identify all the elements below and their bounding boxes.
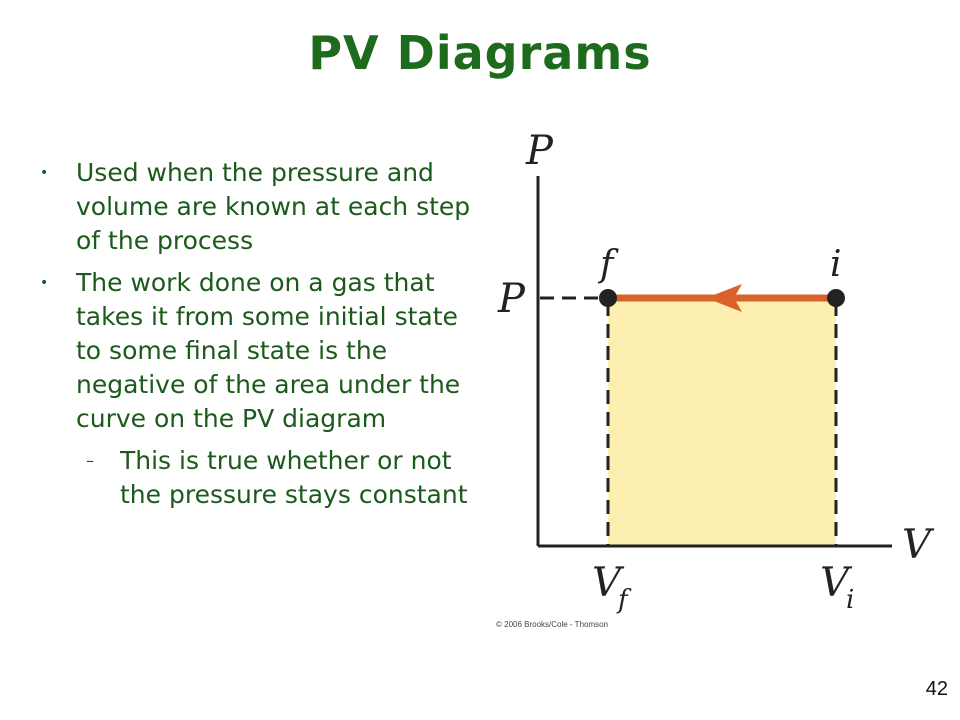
initial-state-point: [827, 289, 845, 307]
bullet-text: Used when the pressure and volume are kn…: [76, 158, 471, 255]
vf-subscript: f: [616, 585, 632, 615]
work-area: [608, 298, 836, 546]
process-arrow-icon: [706, 284, 742, 312]
vi-label: V: [820, 560, 853, 606]
vi-subscript: i: [846, 585, 854, 615]
sub-bullet-item: – This is true whether or not the pressu…: [30, 444, 480, 512]
bullet-item: • The work done on a gas that takes it f…: [30, 266, 480, 436]
bullet-dot-icon: •: [40, 165, 49, 181]
bullet-list: • Used when the pressure and volume are …: [30, 156, 480, 512]
y-axis-label: P: [525, 128, 554, 174]
page-number: 42: [925, 678, 948, 700]
copyright-text: © 2006 Brooks/Cole - Thomson: [496, 620, 609, 629]
final-state-point: [599, 289, 617, 307]
vf-label: V: [592, 560, 625, 606]
sub-bullet-text: This is true whether or not the pressure…: [120, 446, 468, 509]
bullet-dot-icon: •: [40, 275, 49, 291]
slide-title: PV Diagrams: [308, 26, 652, 80]
final-point-label: f: [597, 244, 619, 285]
x-axis-label: V: [902, 522, 935, 568]
bullet-text: The work done on a gas that takes it fro…: [76, 268, 461, 433]
initial-point-label: i: [830, 244, 842, 285]
pv-diagram: P V P f i V f V i: [497, 128, 935, 615]
bullet-item: • Used when the pressure and volume are …: [30, 156, 480, 258]
sub-bullet-dash-icon: –: [86, 451, 94, 470]
pressure-tick-label: P: [497, 276, 526, 322]
